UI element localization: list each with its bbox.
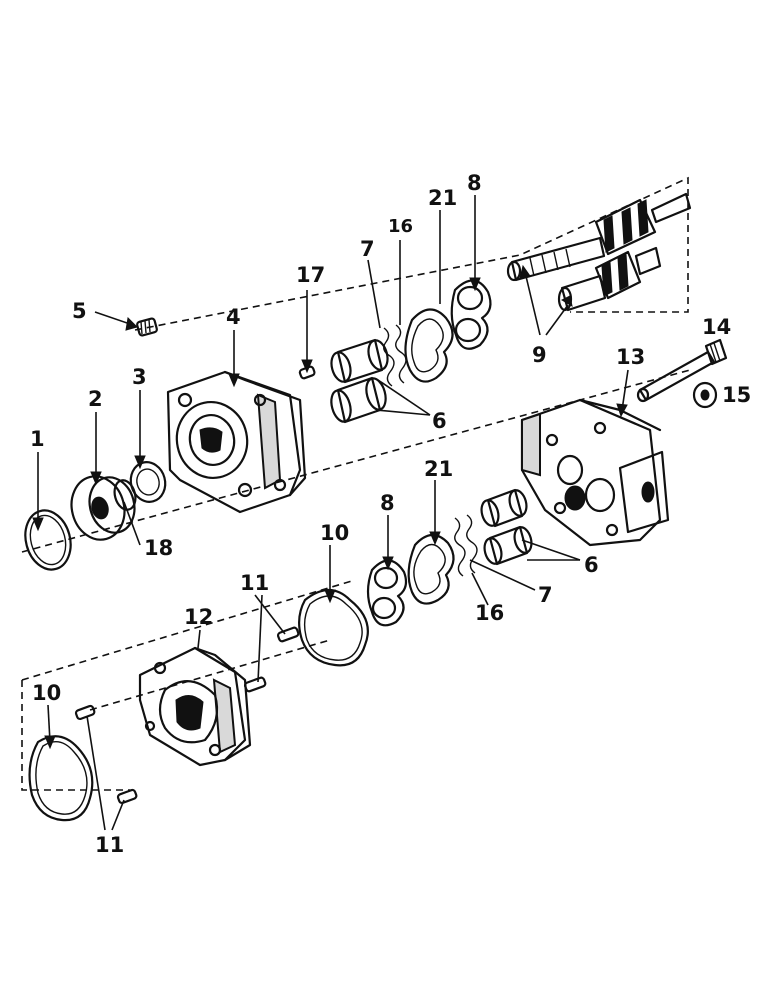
label-1: 1 [30, 427, 45, 451]
bottom-bracket-top-line [21, 579, 356, 681]
bottom-left-bracket-line [21, 680, 130, 791]
label-5: 5 [72, 299, 87, 323]
upper-gear-axis-line [134, 176, 689, 331]
label-21-lower: 21 [424, 457, 453, 481]
label-21-upper: 21 [428, 186, 457, 210]
label-3: 3 [132, 365, 147, 389]
label-8-lower: 8 [380, 491, 395, 515]
label-15: 15 [722, 383, 751, 407]
label-6-lower: 6 [584, 553, 599, 577]
label-12: 12 [184, 605, 213, 629]
upper-wavy-seals-part [383, 324, 407, 387]
bolt-part [636, 338, 728, 403]
label-10-upper: 10 [320, 521, 349, 545]
label-10-lower: 10 [32, 681, 61, 705]
seal-ring-part [129, 461, 167, 503]
label-11-upper: 11 [240, 571, 269, 595]
label-13: 13 [616, 345, 645, 369]
cover-o-ring-part [298, 588, 369, 667]
label-16-upper: 16 [388, 216, 413, 237]
label-7-lower: 7 [538, 583, 553, 607]
part-labels: 1 2 3 4 5 6 6 7 7 8 8 9 10 10 11 11 12 1… [30, 171, 751, 857]
upper-seal-plate-part [450, 279, 492, 350]
pump-body-part [520, 398, 670, 547]
lower-wavy-seals-part [454, 514, 478, 577]
drive-gear-shaft-part [506, 192, 692, 282]
label-18: 18 [144, 536, 173, 560]
bearing-part [70, 475, 136, 541]
label-17: 17 [296, 263, 325, 287]
mounting-flange-part [166, 370, 307, 514]
label-2: 2 [88, 387, 103, 411]
label-9: 9 [532, 343, 547, 367]
label-4: 4 [226, 305, 241, 329]
upper-bushings-part [330, 338, 389, 424]
leader-arrowheads [32, 264, 628, 750]
upper-gasket-part [404, 308, 454, 383]
label-8-upper: 8 [467, 171, 482, 195]
lower-gasket-part [407, 533, 455, 605]
lower-bushings-part [480, 488, 533, 566]
label-11-lower: 11 [95, 833, 124, 857]
end-cover-part [138, 646, 252, 767]
plug-part [136, 317, 158, 337]
snap-ring-part [24, 509, 72, 571]
driven-gear-shaft-part [557, 246, 662, 312]
lower-o-ring-part [28, 735, 94, 822]
leader-lines [37, 195, 629, 831]
label-16-lower: 16 [475, 601, 504, 625]
label-14: 14 [702, 315, 731, 339]
washer-part [692, 381, 718, 409]
dowel-pins-upper-pair-part [243, 626, 300, 693]
label-7-upper: 7 [360, 237, 375, 261]
label-6-upper: 6 [432, 409, 447, 433]
lower-dowel-axis-line [89, 639, 331, 711]
lower-seal-plate-part [366, 559, 408, 627]
